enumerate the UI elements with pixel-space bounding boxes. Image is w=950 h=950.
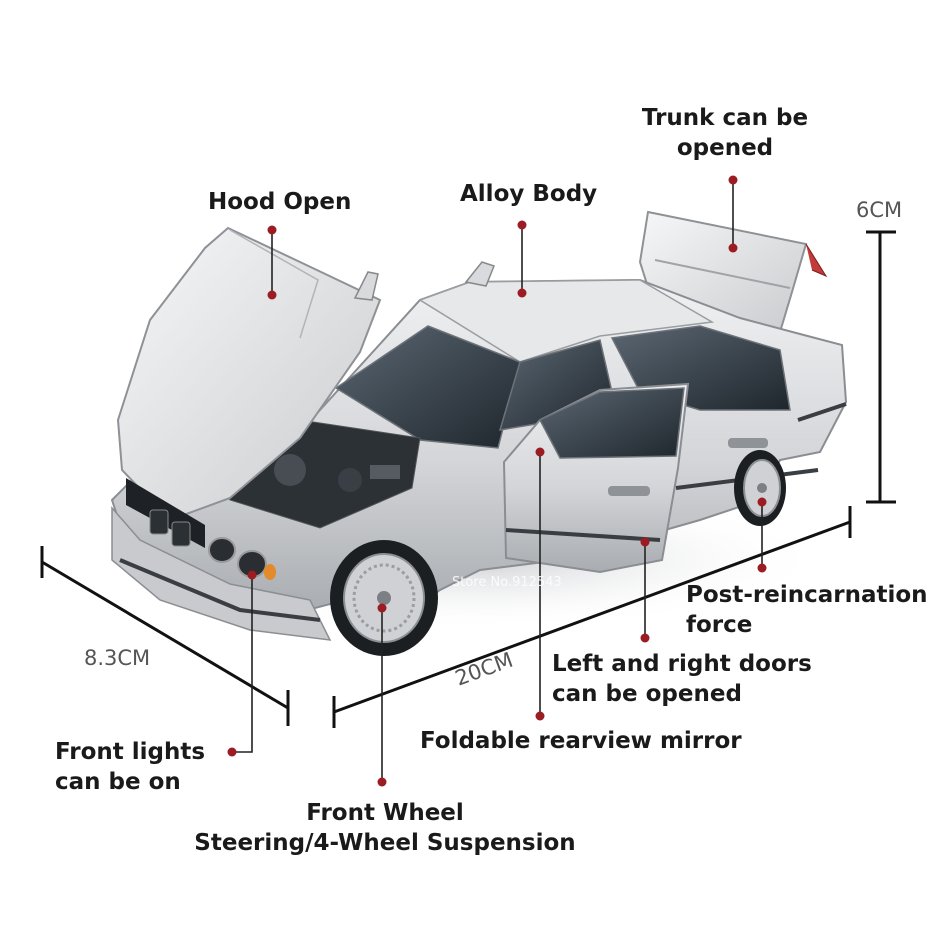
front-bumper (111, 506, 332, 641)
callout-markers (227, 175, 767, 787)
dimension-lines (40, 230, 896, 728)
label-hood: Hood Open (208, 189, 352, 215)
label-mirror: Foldable rearview mirror (420, 728, 742, 754)
headlight-left (208, 537, 236, 563)
label-rear-line2: force (686, 612, 753, 638)
label-wheel-line2: Steering/4-Wheel Suspension (194, 830, 576, 856)
callout-leaders (232, 182, 763, 782)
label-doors: Left and right doors can be opened (552, 649, 812, 709)
label-wheel-line1: Front Wheel (306, 800, 464, 826)
car-model (110, 210, 848, 656)
label-trunk-line2: opened (676, 135, 774, 161)
label-lights-line2: can be on (55, 769, 181, 795)
label-wheel: Front Wheel Steering/4-Wheel Suspension (190, 798, 580, 858)
label-lights-line1: Front lights (55, 739, 206, 765)
label-doors-line1: Left and right doors (552, 651, 812, 677)
label-rear-line1: Post-reincarnation (686, 582, 928, 608)
label-lights: Front lights can be on (55, 737, 205, 797)
label-trunk-line1: Trunk can be (641, 105, 809, 131)
dimension-width: 8.3CM (84, 646, 151, 670)
label-body: Alloy Body (460, 181, 598, 207)
tail-light (805, 243, 828, 278)
label-trunk: Trunk can be opened (640, 103, 810, 163)
label-doors-line2: can be opened (552, 681, 742, 707)
hood (116, 226, 382, 522)
dimension-height: 6CM (856, 198, 903, 222)
label-rear: Post-reincarnation force (686, 580, 928, 640)
store-watermark: Store No.912543 (452, 575, 562, 590)
front-wheel (330, 540, 438, 656)
rear-wheel (734, 450, 786, 526)
